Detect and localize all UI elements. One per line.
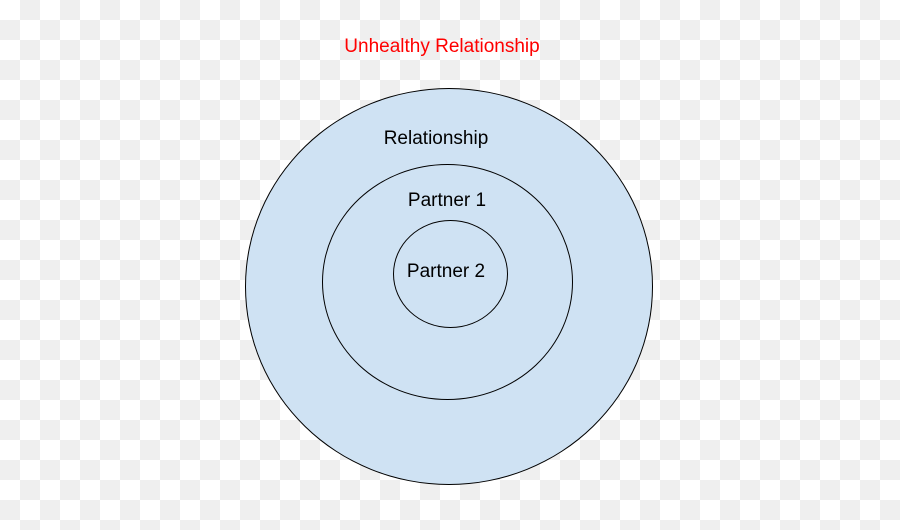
diagram-title: Unhealthy Relationship xyxy=(344,36,540,58)
middle-circle-label: Partner 1 xyxy=(407,190,487,212)
inner-circle-label: Partner 2 xyxy=(406,261,486,283)
outer-circle-label: Relationship xyxy=(383,128,489,150)
inner-circle xyxy=(393,220,508,328)
